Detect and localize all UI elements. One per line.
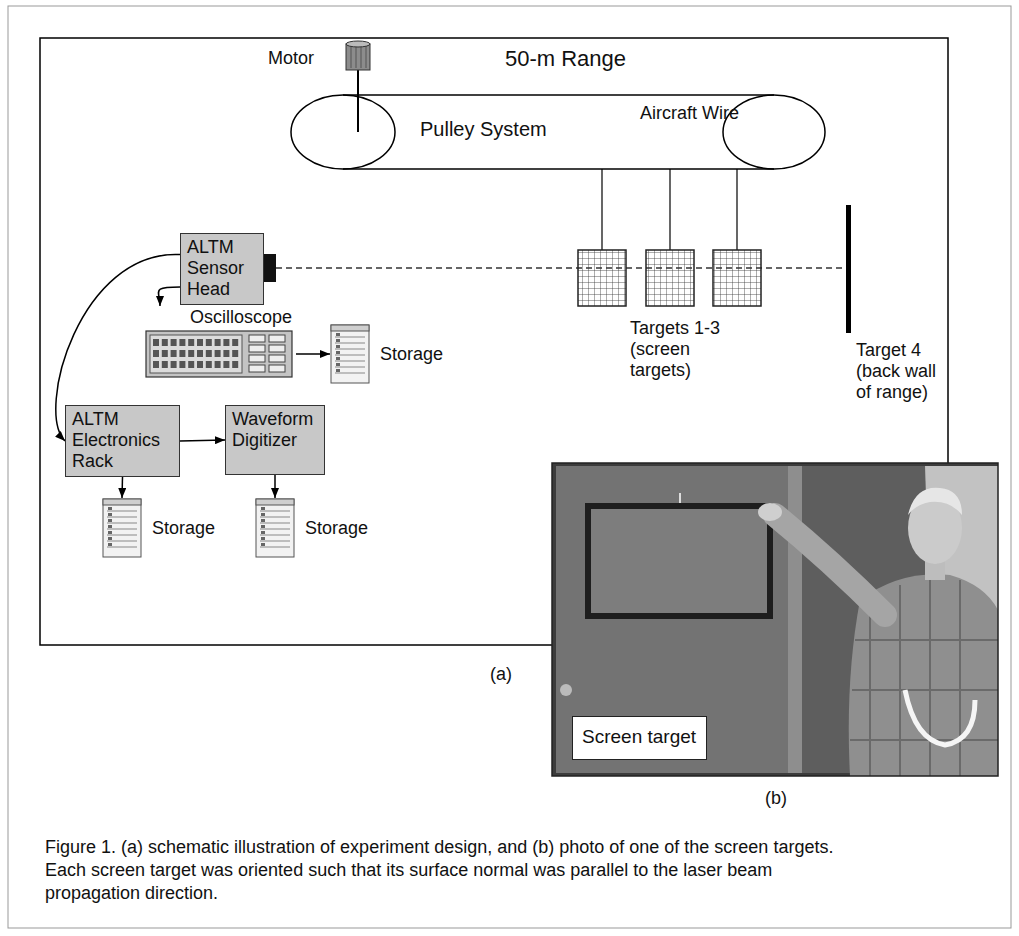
motor-symbol bbox=[346, 41, 370, 132]
target-wires bbox=[602, 169, 737, 250]
arrow-connector bbox=[274, 475, 276, 498]
targets-label: Targets 1-3 (screen targets) bbox=[630, 318, 730, 381]
panel-frame bbox=[40, 38, 948, 645]
node-text: ALTM Sensor Head bbox=[187, 237, 257, 300]
panel-label: (b) bbox=[765, 788, 805, 809]
oscilloscope: Oscilloscope bbox=[145, 306, 296, 378]
screen-targets bbox=[578, 250, 761, 306]
panel-label: (a) bbox=[490, 664, 530, 685]
photo-label: Screen target bbox=[572, 716, 707, 760]
figure-caption: Figure 1. (a) schematic illustration of … bbox=[45, 836, 845, 905]
pulley-track bbox=[290, 94, 827, 171]
sensor-head-box: ALTM Sensor Head bbox=[180, 233, 264, 305]
arrow-connector bbox=[296, 353, 330, 355]
oscilloscope-symbol bbox=[145, 330, 293, 378]
motor-label: Motor bbox=[268, 48, 348, 69]
arrow-connector bbox=[158, 287, 180, 306]
photo bbox=[552, 463, 998, 776]
node-text: Storage bbox=[305, 518, 368, 539]
wire-label: Aircraft Wire bbox=[640, 103, 770, 124]
server-icon bbox=[330, 324, 370, 384]
node-text: Screen target bbox=[582, 726, 697, 748]
electronics-rack-box: ALTM Electronics Rack bbox=[65, 405, 180, 477]
node-text: Storage bbox=[152, 518, 215, 539]
node-text: Storage bbox=[380, 344, 443, 365]
photo-frame bbox=[552, 463, 998, 776]
server-icon bbox=[102, 498, 142, 558]
back-wall bbox=[846, 205, 851, 333]
figure-border bbox=[8, 6, 1011, 928]
node-text: Pulley System bbox=[420, 118, 547, 141]
storage-server: Storage bbox=[330, 324, 447, 384]
range-label: 50-m Range bbox=[505, 46, 665, 72]
target-label: Target 4 (back wall of range) bbox=[856, 340, 944, 403]
server-icon bbox=[255, 498, 295, 558]
arrow-connector bbox=[180, 440, 225, 441]
digitizer-box: Waveform Digitizer bbox=[225, 405, 325, 475]
arrow-connector bbox=[121, 477, 123, 498]
pulley-system: Pulley System bbox=[290, 94, 827, 171]
node-text: Oscilloscope bbox=[145, 306, 296, 328]
storage-server: Storage bbox=[255, 498, 372, 558]
node-text: ALTM Electronics Rack bbox=[72, 409, 173, 472]
storage-server: Storage bbox=[102, 498, 219, 558]
node-text: Waveform Digitizer bbox=[232, 409, 318, 451]
